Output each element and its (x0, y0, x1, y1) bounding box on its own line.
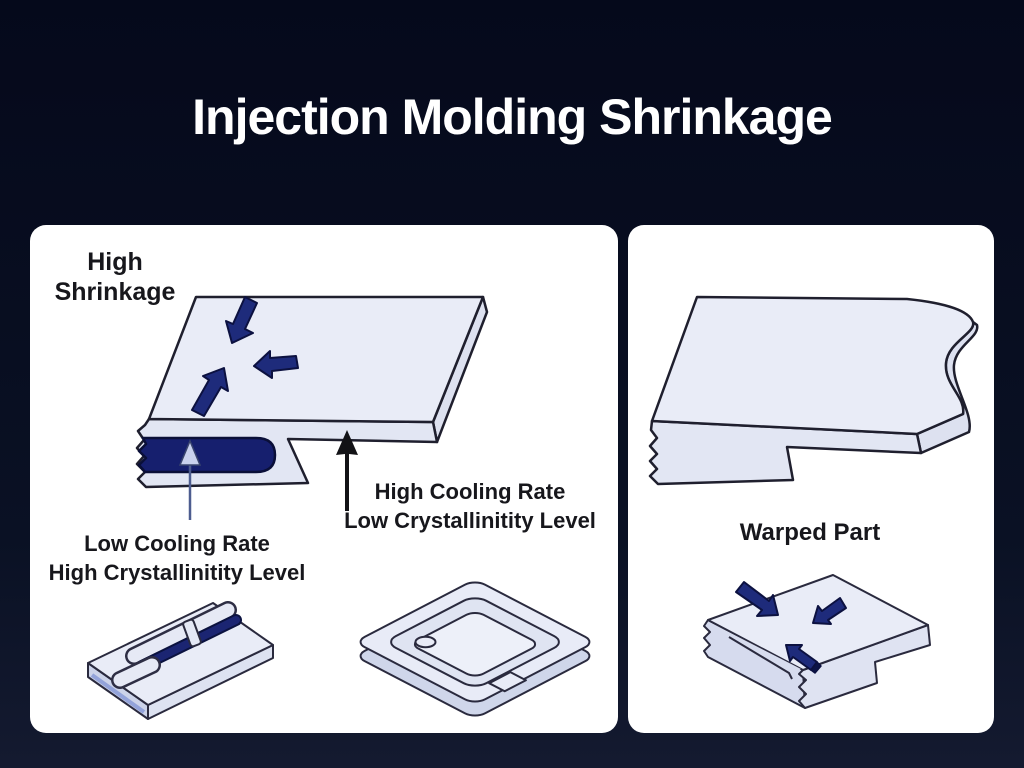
skin-pointer-arrow (336, 430, 358, 511)
warped-top-face (650, 295, 975, 436)
warp-arrow-downleft-icon (812, 597, 847, 625)
shrink-arrow-left-icon (253, 350, 299, 379)
tray-notch (489, 672, 526, 691)
core-annotation-line1: Low Cooling Rate (84, 531, 270, 556)
shrink-arrow-down-icon (225, 296, 258, 344)
page-title: Injection Molding Shrinkage (192, 89, 833, 145)
tray-hole (411, 635, 439, 650)
mold-plate-figure (87, 601, 274, 720)
skin-annotation-line1: High Cooling Rate (374, 479, 566, 504)
warp-arrow-downright-icon (735, 581, 779, 617)
sink-groove (728, 636, 793, 680)
shrink-arrow-up-icon (191, 367, 229, 417)
shrinkage-diagram (87, 295, 618, 720)
core-annotation-line2: High Crystallinitity Level (48, 560, 306, 585)
warped-part-label: Warped Part (739, 519, 881, 546)
warped-part-figure (648, 295, 979, 486)
crystalline-core-region (137, 436, 277, 474)
high-shrinkage-line2: Shrinkage (54, 278, 176, 306)
shrinkage-part-figure (135, 295, 489, 520)
warped-block-figure (703, 574, 931, 709)
high-shrinkage-line1: High (87, 248, 143, 276)
right-panel: Warped Part (628, 225, 994, 733)
molded-tray-figure (355, 579, 598, 718)
core-pointer-arrowhead (178, 439, 202, 466)
core-annotation: Low Cooling Rate High Crystallinitity Le… (49, 529, 306, 587)
skin-annotation-line2: Low Crystallinitity Level (344, 508, 596, 533)
warp-arrow-upleft-icon (785, 644, 818, 671)
left-panel: High Shrinkage Low Cooling Rate High Cry… (30, 225, 618, 733)
skin-annotation: High Cooling Rate Low Crystallinitity Le… (344, 477, 596, 535)
gate-tab (182, 618, 202, 648)
high-shrinkage-label: High Shrinkage (55, 247, 176, 307)
warpage-diagram (648, 295, 979, 709)
